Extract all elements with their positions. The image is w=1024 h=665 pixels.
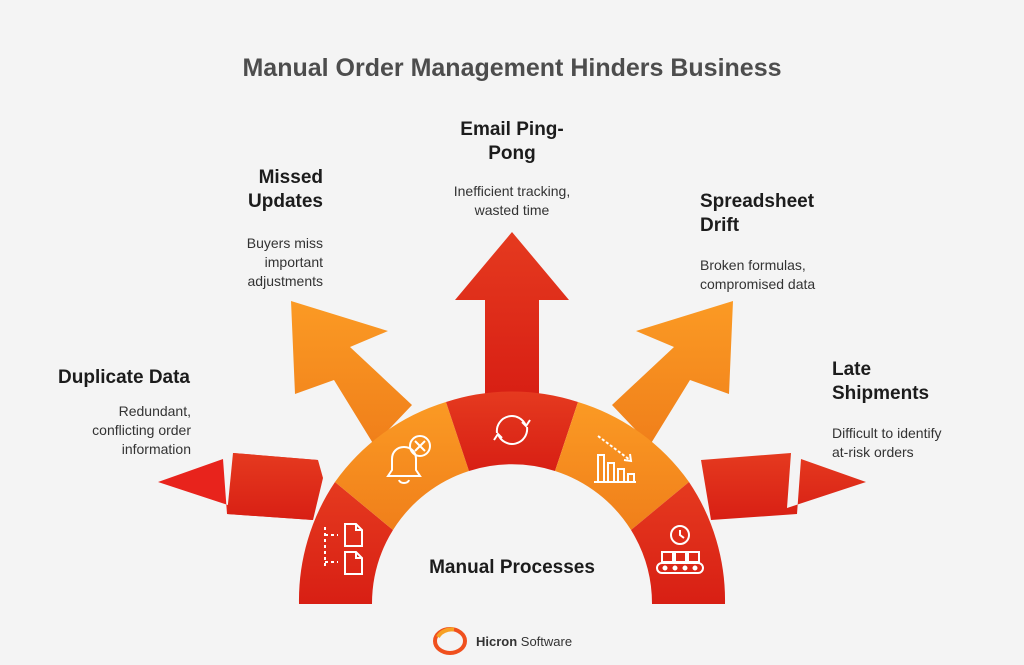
arc-segment-spreadsheet-drift — [555, 402, 689, 530]
declining-chart-icon — [594, 435, 636, 483]
logo-text: Hicron Software — [476, 634, 572, 649]
logo-brand: Hicron — [476, 633, 518, 649]
heading-line: Late — [832, 359, 872, 380]
heading-spreadsheet-drift: Spreadsheet Drift — [700, 190, 900, 238]
desc-line: at-risk orders — [832, 444, 914, 460]
desc-line: Difficult to identify — [832, 425, 942, 441]
bell-cancel-icon — [386, 435, 431, 484]
arrow-email-ping-pong — [455, 232, 569, 395]
arrow-spreadsheet-drift — [612, 301, 733, 445]
arc-segment-email-ping-pong — [446, 391, 578, 471]
heading-line: Email Ping- — [460, 119, 564, 140]
heading-duplicate-data: Duplicate Data — [20, 366, 190, 390]
heading-line: Spreadsheet — [700, 191, 815, 212]
sync-arrows-icon — [493, 415, 531, 445]
documents-icon — [324, 523, 363, 575]
desc-missed-updates: Buyers miss important adjustments — [200, 234, 323, 291]
heading-line: Updates — [248, 191, 323, 212]
arc-segment-missed-updates — [335, 402, 469, 530]
desc-duplicate-data: Redundant, conflicting order information — [20, 402, 191, 459]
heading-line: Missed — [258, 167, 323, 188]
heading-late-shipments: Late Shipments — [832, 358, 1002, 406]
desc-email-ping-pong: Inefficient tracking, wasted time — [412, 182, 612, 220]
desc-line: compromised data — [700, 276, 816, 292]
arrow-late-shipments — [701, 453, 866, 520]
desc-line: wasted time — [474, 202, 550, 218]
heading-line: Duplicate Data — [58, 367, 190, 388]
desc-line: information — [121, 441, 191, 457]
desc-line: Broken formulas, — [700, 257, 806, 273]
heading-line: Drift — [700, 215, 740, 236]
arrow-duplicate-data — [158, 453, 323, 520]
desc-spreadsheet-drift: Broken formulas, compromised data — [700, 256, 900, 294]
desc-line: Redundant, — [118, 403, 191, 419]
arrow-missed-updates — [291, 301, 412, 445]
logo-suffix: Software — [517, 633, 573, 649]
hicron-logo-mark-icon — [433, 627, 467, 655]
desc-line: Buyers miss — [246, 235, 323, 251]
heading-line: Pong — [488, 143, 536, 164]
center-label: Manual Processes — [429, 557, 595, 578]
desc-line: conflicting order — [92, 422, 191, 438]
desc-line: important — [264, 254, 323, 270]
desc-line: Inefficient tracking, — [453, 183, 571, 199]
desc-line: adjustments — [247, 273, 323, 289]
conveyor-clock-icon — [656, 525, 704, 574]
heading-line: Shipments — [832, 383, 930, 404]
heading-missed-updates: Missed Updates — [200, 166, 323, 214]
logo: Hicron Software — [432, 624, 572, 658]
desc-late-shipments: Difficult to identify at-risk orders — [832, 424, 1012, 462]
heading-email-ping-pong: Email Ping- Pong — [412, 118, 612, 166]
page-title: Manual Order Management Hinders Business — [242, 54, 782, 82]
